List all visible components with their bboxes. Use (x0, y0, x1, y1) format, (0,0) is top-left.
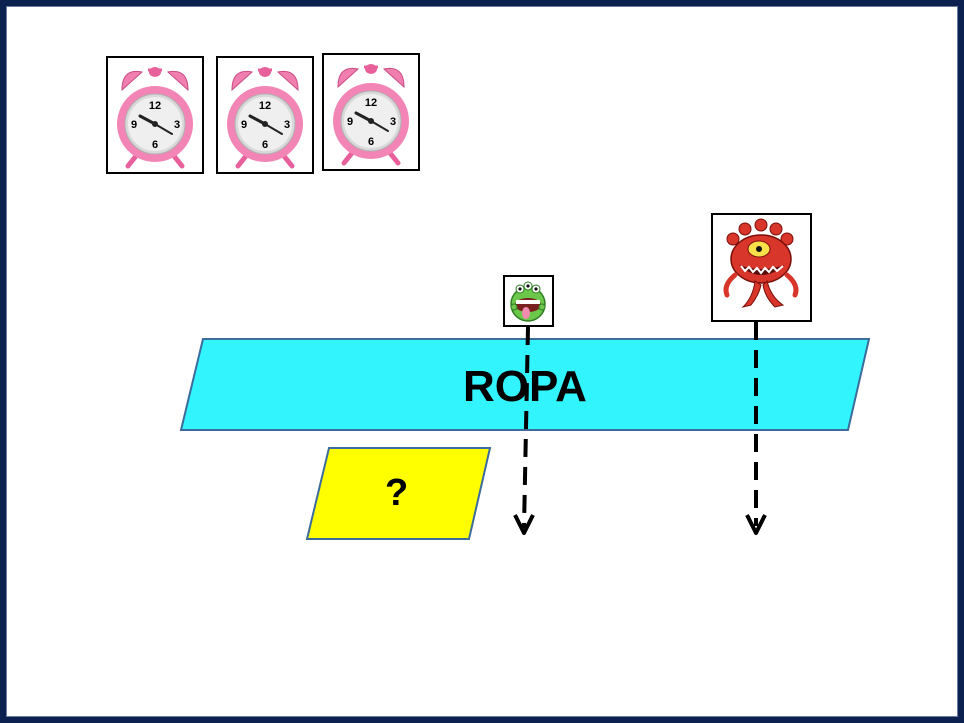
svg-text:6: 6 (368, 136, 374, 148)
alarm-clock-icon: 12 3 6 9 (117, 67, 193, 169)
svg-text:9: 9 (241, 119, 247, 131)
svg-text:12: 12 (149, 100, 161, 112)
red-monster-box (711, 213, 812, 322)
svg-text:3: 3 (390, 116, 396, 128)
green-monster-box (503, 275, 554, 327)
alarm-clock-1: 12 3 6 9 (106, 56, 204, 174)
svg-text:12: 12 (365, 97, 377, 109)
svg-text:3: 3 (174, 119, 180, 131)
question-box (305, 447, 492, 540)
svg-text:9: 9 (131, 119, 137, 131)
svg-text:6: 6 (152, 139, 158, 151)
question-mark-label: ? (385, 472, 409, 514)
svg-text:6: 6 (262, 139, 268, 151)
alarm-clock-icon: 12 3 6 9 (333, 64, 409, 166)
alarm-clock-3: 12 3 6 9 (322, 53, 420, 171)
ropa-label: ROPA (463, 362, 587, 411)
svg-text:12: 12 (259, 100, 271, 112)
green-monster-icon (510, 281, 546, 322)
alarm-clock-icon: 12 3 6 9 (227, 67, 303, 169)
alarm-clock-2: 12 3 6 9 (216, 56, 314, 174)
svg-text:3: 3 (284, 119, 290, 131)
svg-text:9: 9 (347, 116, 353, 128)
red-monster-icon (723, 218, 799, 308)
